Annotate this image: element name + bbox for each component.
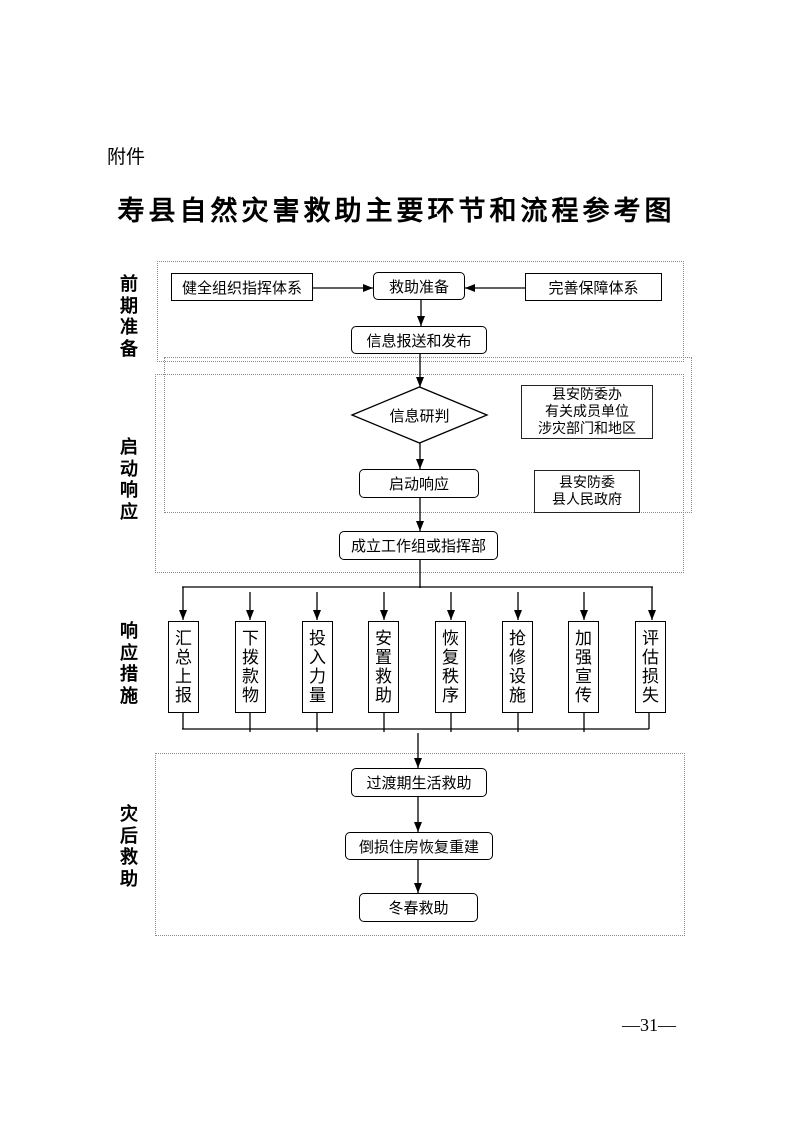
section-label-measures: 响应措施 <box>120 621 138 706</box>
winter-spring-relief-box: 冬春救助 <box>359 893 478 922</box>
transition-relief-box: 过渡期生活救助 <box>351 768 487 797</box>
page-title: 寿县自然灾害救助主要环节和流程参考图 <box>117 196 676 226</box>
org-command-system-box: 健全组织指挥体系 <box>171 273 313 301</box>
measure-label: 加强宣传 <box>575 629 592 705</box>
measure-box: 评估损失 <box>635 621 666 713</box>
measure-label: 抢修设施 <box>509 629 526 705</box>
section-label-response: 启动响应 <box>120 437 138 522</box>
measure-box: 汇总上报 <box>168 621 199 713</box>
working-group-box: 成立工作组或指挥部 <box>339 531 498 560</box>
section-label-preparation: 前期准备 <box>120 274 138 359</box>
assessment-note-line: 有关成员单位 <box>545 403 629 420</box>
launch-note-line: 县安防委 <box>559 474 615 491</box>
launch-note-line: 县人民政府 <box>552 491 622 508</box>
section-label-recovery: 灾后救助 <box>120 804 138 889</box>
measure-box: 恢复秩序 <box>435 621 466 713</box>
assessment-note-line: 涉灾部门和地区 <box>538 420 636 437</box>
info-release-box: 信息报送和发布 <box>351 326 487 354</box>
measure-label: 下拨款物 <box>242 629 259 705</box>
housing-rebuild-box: 倒损住房恢复重建 <box>345 832 493 860</box>
measure-box: 安置救助 <box>368 621 399 713</box>
page-number: —31— <box>622 1015 676 1035</box>
guarantee-system-box: 完善保障体系 <box>525 273 662 301</box>
measure-box: 投入力量 <box>302 621 333 713</box>
measure-label: 投入力量 <box>309 629 326 705</box>
assessment-note-box: 县安防委办 有关成员单位 涉灾部门和地区 <box>521 385 653 439</box>
measure-label: 汇总上报 <box>175 629 192 705</box>
measure-box: 下拨款物 <box>235 621 266 713</box>
measure-label: 恢复秩序 <box>442 629 459 705</box>
assessment-note-line: 县安防委办 <box>552 386 622 403</box>
info-assessment-label: 信息研判 <box>389 407 450 425</box>
frame-recovery <box>155 753 685 936</box>
measure-box: 抢修设施 <box>502 621 533 713</box>
measure-label: 评估损失 <box>642 629 659 705</box>
launch-response-box: 启动响应 <box>359 469 479 498</box>
frame-response-inner <box>164 357 692 513</box>
attachment-label: 附件 <box>107 147 146 168</box>
launch-note-box: 县安防委 县人民政府 <box>534 470 640 513</box>
relief-preparation-box: 救助准备 <box>373 272 465 300</box>
measure-box: 加强宣传 <box>568 621 599 713</box>
assessment-diamond <box>350 386 489 444</box>
measure-label: 安置救助 <box>375 629 392 705</box>
